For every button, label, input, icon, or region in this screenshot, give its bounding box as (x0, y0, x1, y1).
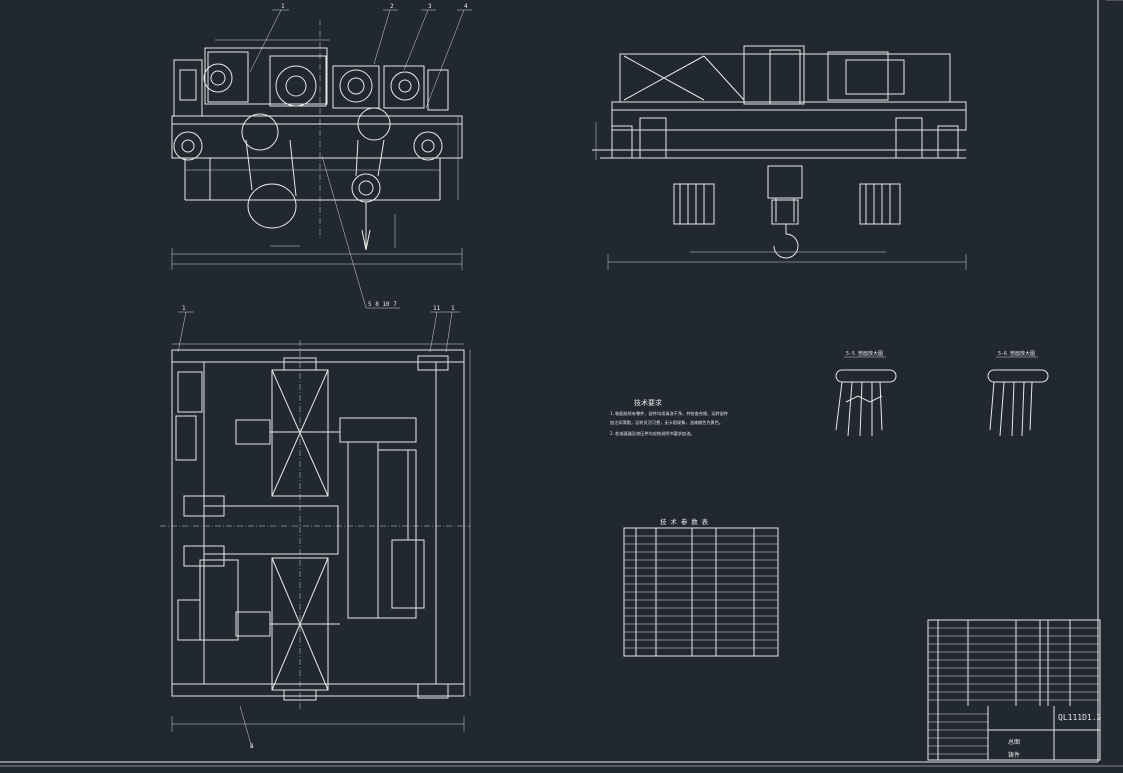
title-block: QL111D1.2 总图 铸件 (927, 619, 1102, 761)
front-elevation-view: 1 2 3 4 (171, 3, 472, 309)
section-detail-left: 5-5 剖面放大图 (835, 350, 897, 437)
tech-req-line-1: 1.装配前所有零件、部件均须清洗干净，并检查合格，运转部件 (610, 410, 728, 417)
section-detail-right: 5-6 剖面放大图 (987, 350, 1049, 437)
drawing-number: QL111D1.2 (1058, 713, 1102, 722)
title-block-label: 总图 (1008, 738, 1020, 746)
callout-4: 4 (464, 3, 468, 10)
technical-requirements: 技术要求 1.装配前所有零件、部件均须清洗干净，并检查合格，运转部件 加注润滑脂… (610, 398, 728, 437)
plan-callout-left: 1 (182, 305, 186, 312)
tech-req-heading: 技术要求 (634, 398, 662, 407)
title-block-sub: 铸件 (1008, 751, 1020, 759)
plan-view: 1 11 1 8 (160, 305, 471, 750)
callout-3: 3 (428, 3, 432, 10)
parameter-table: 技 术 参 数 表 (623, 517, 779, 657)
tech-req-line-3: 2.各减速器及液压件均应按说明书要求加油。 (610, 430, 695, 437)
right-rope-bundle (859, 183, 901, 225)
plan-callout-right-b: 1 (451, 305, 455, 312)
left-rope-bundle (673, 183, 715, 225)
callout-1: 1 (281, 3, 285, 10)
plan-callout-bottom: 8 (250, 743, 254, 750)
section-left-label: 5-5 剖面放大图 (846, 350, 883, 357)
front-callouts: 1 2 3 4 (249, 3, 472, 109)
callout-2: 2 (390, 3, 394, 10)
plan-callout-right-a: 11 (433, 305, 441, 312)
side-elevation-view (592, 45, 967, 270)
section-right-label: 5-6 剖面放大图 (998, 350, 1035, 357)
leader-group-label: 5 8 10 7 (368, 301, 397, 308)
tech-req-line-2: 加注润滑脂，运转灵活可靠，无卡阻现象，油漆颜色为黄色。 (610, 419, 723, 426)
param-table-title: 技 术 参 数 表 (660, 517, 709, 526)
